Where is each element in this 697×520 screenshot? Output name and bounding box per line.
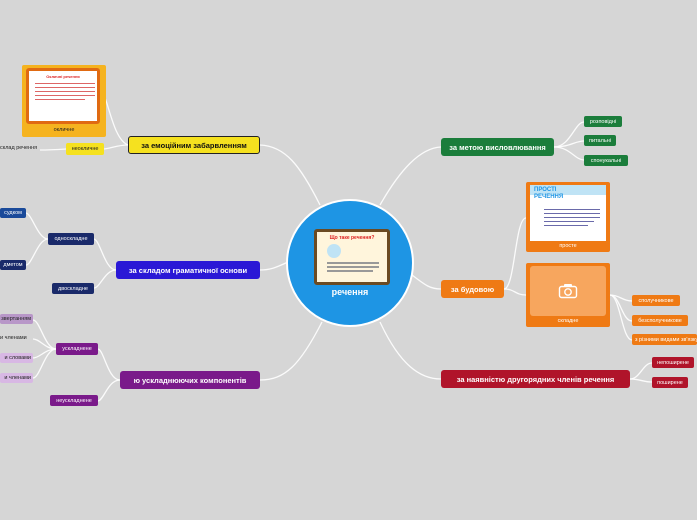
simple-image-node[interactable]: ПРОСТІ РЕЧЕННЯ просте <box>526 182 610 252</box>
emotion-edge-text: склад речення <box>0 145 38 151</box>
central-image-title: Що таке речення? <box>329 235 375 241</box>
link-emotion <box>259 144 321 206</box>
simple-image: ПРОСТІ РЕЧЕННЯ <box>530 185 606 241</box>
leaf-odnoridnymy-chlenamy[interactable]: и членами <box>0 335 27 341</box>
leaf-poshyrene[interactable]: поширене <box>652 377 688 388</box>
branch-structure[interactable]: за будовою <box>441 280 504 298</box>
leaf-odnoskladne[interactable]: односкладне <box>48 233 94 245</box>
leaf-bezspoluchnykove[interactable]: безсполучникове <box>632 315 688 326</box>
branch-emotion[interactable]: за емоційним забарвленням <box>128 136 260 154</box>
simple-image-title: ПРОСТІ РЕЧЕННЯ <box>534 187 564 200</box>
leaf-neuskladnene[interactable]: неускладнене <box>50 395 98 406</box>
branch-composition[interactable]: за складом граматичної основи <box>116 261 260 279</box>
leaf-spoluchnykove[interactable]: сполучникове <box>632 295 680 306</box>
leaf-dvoskladne[interactable]: двоскладне <box>52 283 94 294</box>
complex-image-node[interactable]: складне <box>526 263 610 327</box>
link-purpose <box>379 146 442 206</box>
emotion-image-title: Окличні речення <box>46 74 80 79</box>
leaf-sponukalni[interactable]: спонукальні <box>584 155 628 166</box>
branch-complication[interactable]: ю ускладнюючих компонентів <box>120 371 260 389</box>
leaf-pidmetom[interactable]: дметом <box>0 260 26 270</box>
leaf-neoklychne[interactable]: неокличне <box>66 143 104 155</box>
complex-image-caption: складне <box>557 318 579 324</box>
leaf-vstavnymy-slovamy[interactable]: и словами <box>0 353 33 363</box>
branch-purpose[interactable]: за метою висловлювання <box>441 138 554 156</box>
link-composition <box>259 261 289 271</box>
camera-icon <box>558 284 578 299</box>
leaf-rozpovidni[interactable]: розповідні <box>584 116 622 127</box>
link-secondary <box>379 321 442 380</box>
leaf-vidokremlenymy-chlenamy[interactable]: и членами <box>0 373 33 383</box>
branch-secondary[interactable]: за наявністю другорядних членів речення <box>441 370 630 388</box>
central-title: речення <box>331 287 369 297</box>
central-topic[interactable]: Що таке речення? речення <box>286 199 414 327</box>
leaf-neposhyrene[interactable]: непоширене <box>652 357 694 368</box>
leaf-pytalni[interactable]: питальні <box>584 135 616 146</box>
simple-image-caption: просте <box>559 243 577 249</box>
emotion-image-node[interactable]: Окличні речення окличне <box>22 65 106 137</box>
central-image: Що таке речення? <box>314 229 390 285</box>
emotion-image-caption: окличне <box>53 127 75 133</box>
leaf-pidsudkom[interactable]: судком <box>0 208 26 218</box>
bulb-icon <box>327 244 341 258</box>
leaf-uskladnene[interactable]: ускладнене <box>56 343 98 355</box>
leaf-riznymy-vydamy[interactable]: з різними видами зв'язку <box>632 334 697 345</box>
emotion-image: Окличні речення <box>26 68 100 124</box>
complex-image-placeholder <box>530 266 606 316</box>
link-complication <box>259 321 323 381</box>
leaf-zvertanniam[interactable]: звертанням <box>0 314 33 324</box>
link-structure <box>411 274 442 290</box>
